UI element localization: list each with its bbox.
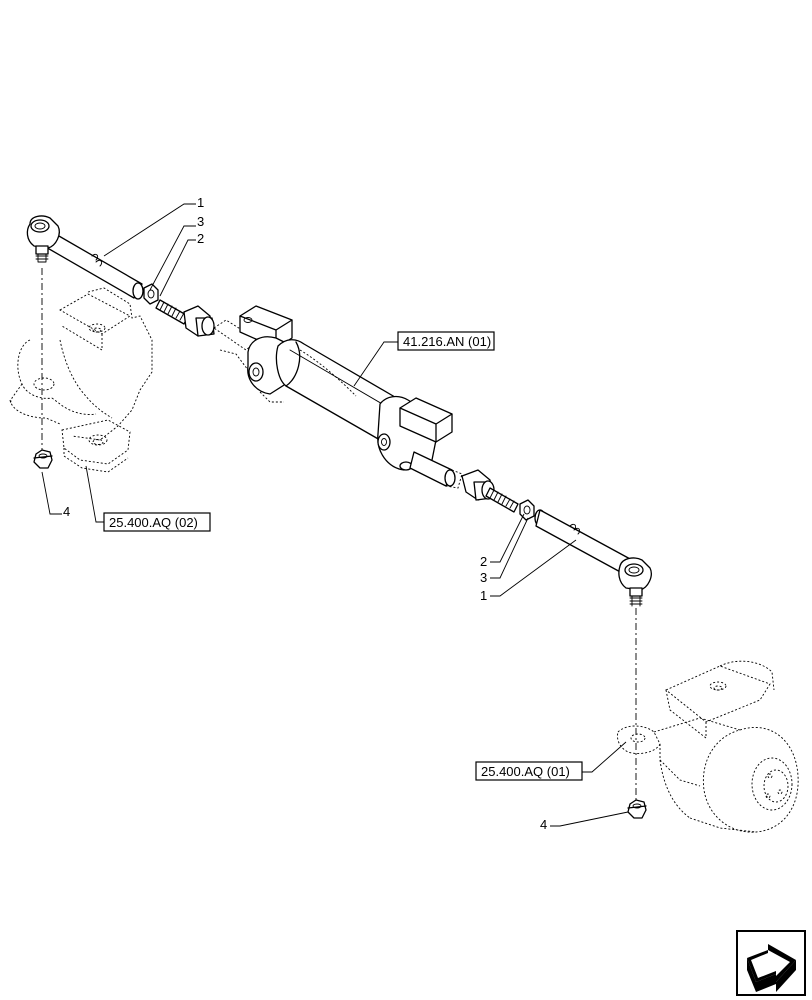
- callout-4-right: 4: [540, 817, 547, 832]
- next-page-arrow-icon[interactable]: [736, 930, 806, 996]
- right-tie-rod-end: [534, 509, 652, 607]
- left-jam-nut: [143, 283, 159, 305]
- left-threaded-adjuster: [155, 299, 215, 337]
- right-threaded-adjuster: [461, 469, 519, 513]
- reference-box-knuckle-left[interactable]: 25.400.AQ (02): [103, 512, 211, 532]
- callout-4-left: 4: [63, 504, 70, 519]
- leader-lines: [41, 203, 629, 827]
- callout-3-bottom: 3: [480, 570, 487, 585]
- right-lock-nut: [627, 799, 647, 819]
- reference-label-knuckle-right: 25.400.AQ (01): [481, 764, 570, 779]
- steering-cylinder: [213, 305, 463, 489]
- reference-box-knuckle-right[interactable]: 25.400.AQ (01): [475, 761, 583, 781]
- callout-2-top: 2: [197, 231, 204, 246]
- callout-1-top: 1: [197, 195, 204, 210]
- callout-1-bottom: 1: [480, 588, 487, 603]
- callout-2-bottom: 2: [480, 554, 487, 569]
- left-steering-knuckle: [9, 287, 153, 473]
- reference-label-steering-cylinder: 41.216.AN (01): [403, 334, 491, 349]
- callout-3-top: 3: [197, 214, 204, 229]
- right-steering-knuckle: [617, 660, 799, 833]
- reference-label-knuckle-left: 25.400.AQ (02): [109, 515, 198, 530]
- left-lock-nut: [33, 449, 53, 469]
- left-tie-rod-end: [26, 215, 144, 300]
- reference-box-steering-cylinder[interactable]: 41.216.AN (01): [397, 331, 495, 351]
